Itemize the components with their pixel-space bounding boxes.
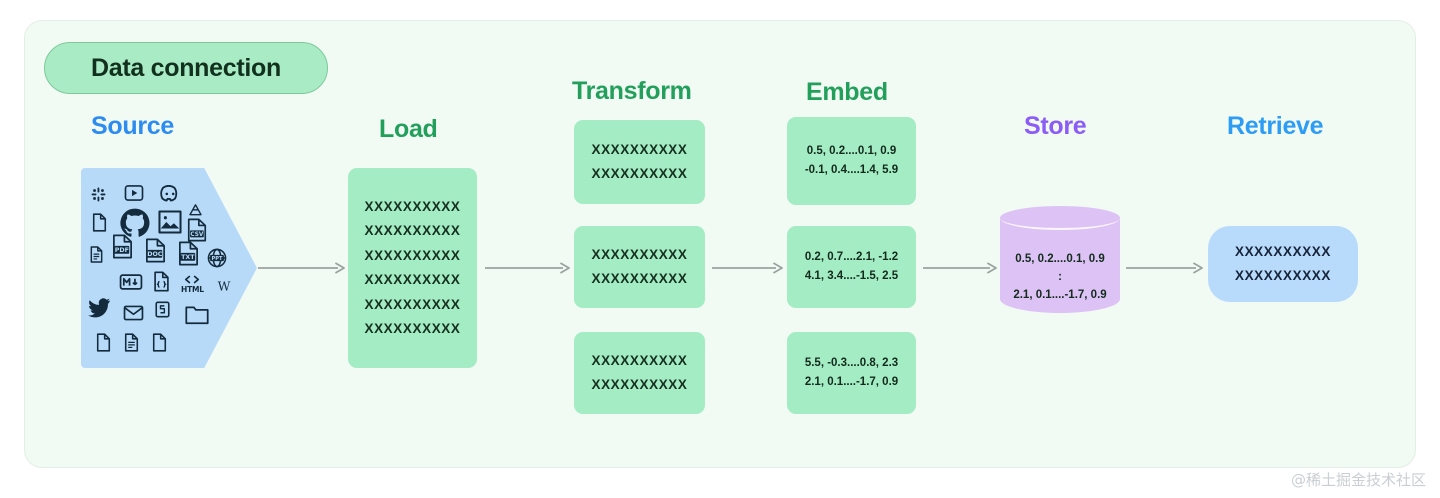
folder-icon <box>185 305 209 325</box>
youtube-icon <box>124 184 144 202</box>
google-drive-icon <box>188 203 203 217</box>
twitter-icon <box>88 298 111 318</box>
transform-row: XXXXXXXXXX <box>591 141 688 157</box>
svg-text:TXT: TXT <box>181 254 195 261</box>
store-row: 0.5, 0.2....0.1, 0.9 <box>1015 253 1105 265</box>
transform-chunk: XXXXXXXXXX XXXXXXXXXX <box>574 332 705 414</box>
retrieve-row: XXXXXXXXXX <box>1234 243 1332 259</box>
embed-vector: 0.2, 0.7....2.1, -1.2 4.1, 3.4....-1.5, … <box>787 226 916 308</box>
embed-vector: 0.5, 0.2....0.1, 0.9 -0.1, 0.4....1.4, 5… <box>787 117 916 205</box>
retrieve-box: XXXXXXXXXX XXXXXXXXXX <box>1208 226 1358 302</box>
embed-row: 0.2, 0.7....2.1, -1.2 <box>804 251 899 263</box>
slack-icon <box>90 186 107 203</box>
text-file-icon <box>124 333 139 352</box>
document-lines-icon <box>90 246 103 263</box>
watermark: @稀土掘金技术社区 <box>1290 471 1426 489</box>
blank-file-icon <box>96 333 111 352</box>
load-row: XXXXXXXXXX <box>364 223 461 238</box>
transform-row: XXXXXXXXXX <box>591 166 688 181</box>
wikipedia-icon: W <box>215 278 233 294</box>
load-row: XXXXXXXXXX <box>364 198 461 214</box>
svg-text:PDF: PDF <box>115 247 129 254</box>
github-icon <box>119 207 151 239</box>
diagram-panel <box>24 20 1416 468</box>
file-icon <box>92 213 107 232</box>
stage-label-transform: Transform <box>572 77 692 105</box>
ppt-file-icon: PPT <box>207 248 227 268</box>
email-icon <box>123 305 144 321</box>
page-file-icon <box>152 333 167 352</box>
stage-label-retrieve: Retrieve <box>1227 112 1324 140</box>
csv-file-icon: CSV <box>186 218 208 242</box>
load-box: XXXXXXXXXX XXXXXXXXXX XXXXXXXXXX XXXXXXX… <box>348 168 477 368</box>
svg-text:PPT: PPT <box>212 256 223 262</box>
css-icon <box>155 301 170 318</box>
transform-chunk: XXXXXXXXXX XXXXXXXXXX <box>574 120 705 204</box>
doc-file-icon: DOC <box>144 238 167 263</box>
transform-row: XXXXXXXXXX <box>591 271 688 286</box>
markdown-icon <box>119 273 143 291</box>
txt-file-icon: TXT <box>177 241 200 266</box>
load-row: XXXXXXXXXX <box>364 272 461 287</box>
retrieve-row: XXXXXXXXXX <box>1234 268 1332 283</box>
store-text: 0.5, 0.2....0.1, 0.9 : 2.1, 0.1....-1.7,… <box>1000 250 1120 304</box>
svg-text:DOC: DOC <box>147 251 163 258</box>
store-row: 2.1, 0.1....-1.7, 0.9 <box>1013 289 1107 301</box>
stage-label-store: Store <box>1024 112 1087 140</box>
load-row: XXXXXXXXXX <box>364 296 461 312</box>
arrow-embed-to-store <box>923 262 998 274</box>
stage-label-embed: Embed <box>806 78 888 106</box>
load-row: XXXXXXXXXX <box>364 321 461 336</box>
stage-label-load: Load <box>379 115 438 143</box>
transform-row: XXXXXXXXXX <box>591 377 688 392</box>
source-icon-grid: CSV PDF DOC <box>81 168 257 368</box>
image-icon <box>158 210 182 234</box>
load-row: XXXXXXXXXX <box>364 247 461 263</box>
store-row: : <box>1058 271 1062 283</box>
transform-row: XXXXXXXXXX <box>591 246 688 262</box>
discord-icon <box>159 185 181 202</box>
embed-vector: 5.5, -0.3....0.8, 2.3 2.1, 0.1....-1.7, … <box>787 332 916 414</box>
html-icon: HTML <box>181 275 204 294</box>
arrow-source-to-load <box>258 262 346 274</box>
embed-row: 0.5, 0.2....0.1, 0.9 <box>806 145 897 157</box>
svg-text:W: W <box>218 278 231 293</box>
pdf-file-icon: PDF <box>111 234 134 259</box>
transform-chunk: XXXXXXXXXX XXXXXXXXXX <box>574 226 705 308</box>
title-badge-label: Data connection <box>91 53 281 82</box>
store-cylinder: 0.5, 0.2....0.1, 0.9 : 2.1, 0.1....-1.7,… <box>1000 206 1120 324</box>
arrow-load-to-transform <box>485 262 571 274</box>
json-file-icon <box>153 271 170 292</box>
svg-text:CSV: CSV <box>190 232 203 238</box>
title-badge: Data connection <box>44 42 328 94</box>
cylinder-top-ellipse <box>1000 206 1120 230</box>
embed-row: 2.1, 0.1....-1.7, 0.9 <box>804 376 899 388</box>
embed-row: -0.1, 0.4....1.4, 5.9 <box>804 164 899 176</box>
transform-row: XXXXXXXXXX <box>591 352 688 368</box>
arrow-store-to-retrieve <box>1126 262 1204 274</box>
stage-label-source: Source <box>91 112 174 140</box>
cylinder-body <box>1000 217 1120 313</box>
embed-row: 4.1, 3.4....-1.5, 2.5 <box>804 270 899 282</box>
embed-row: 5.5, -0.3....0.8, 2.3 <box>804 357 899 369</box>
arrow-transform-to-embed <box>712 262 784 274</box>
